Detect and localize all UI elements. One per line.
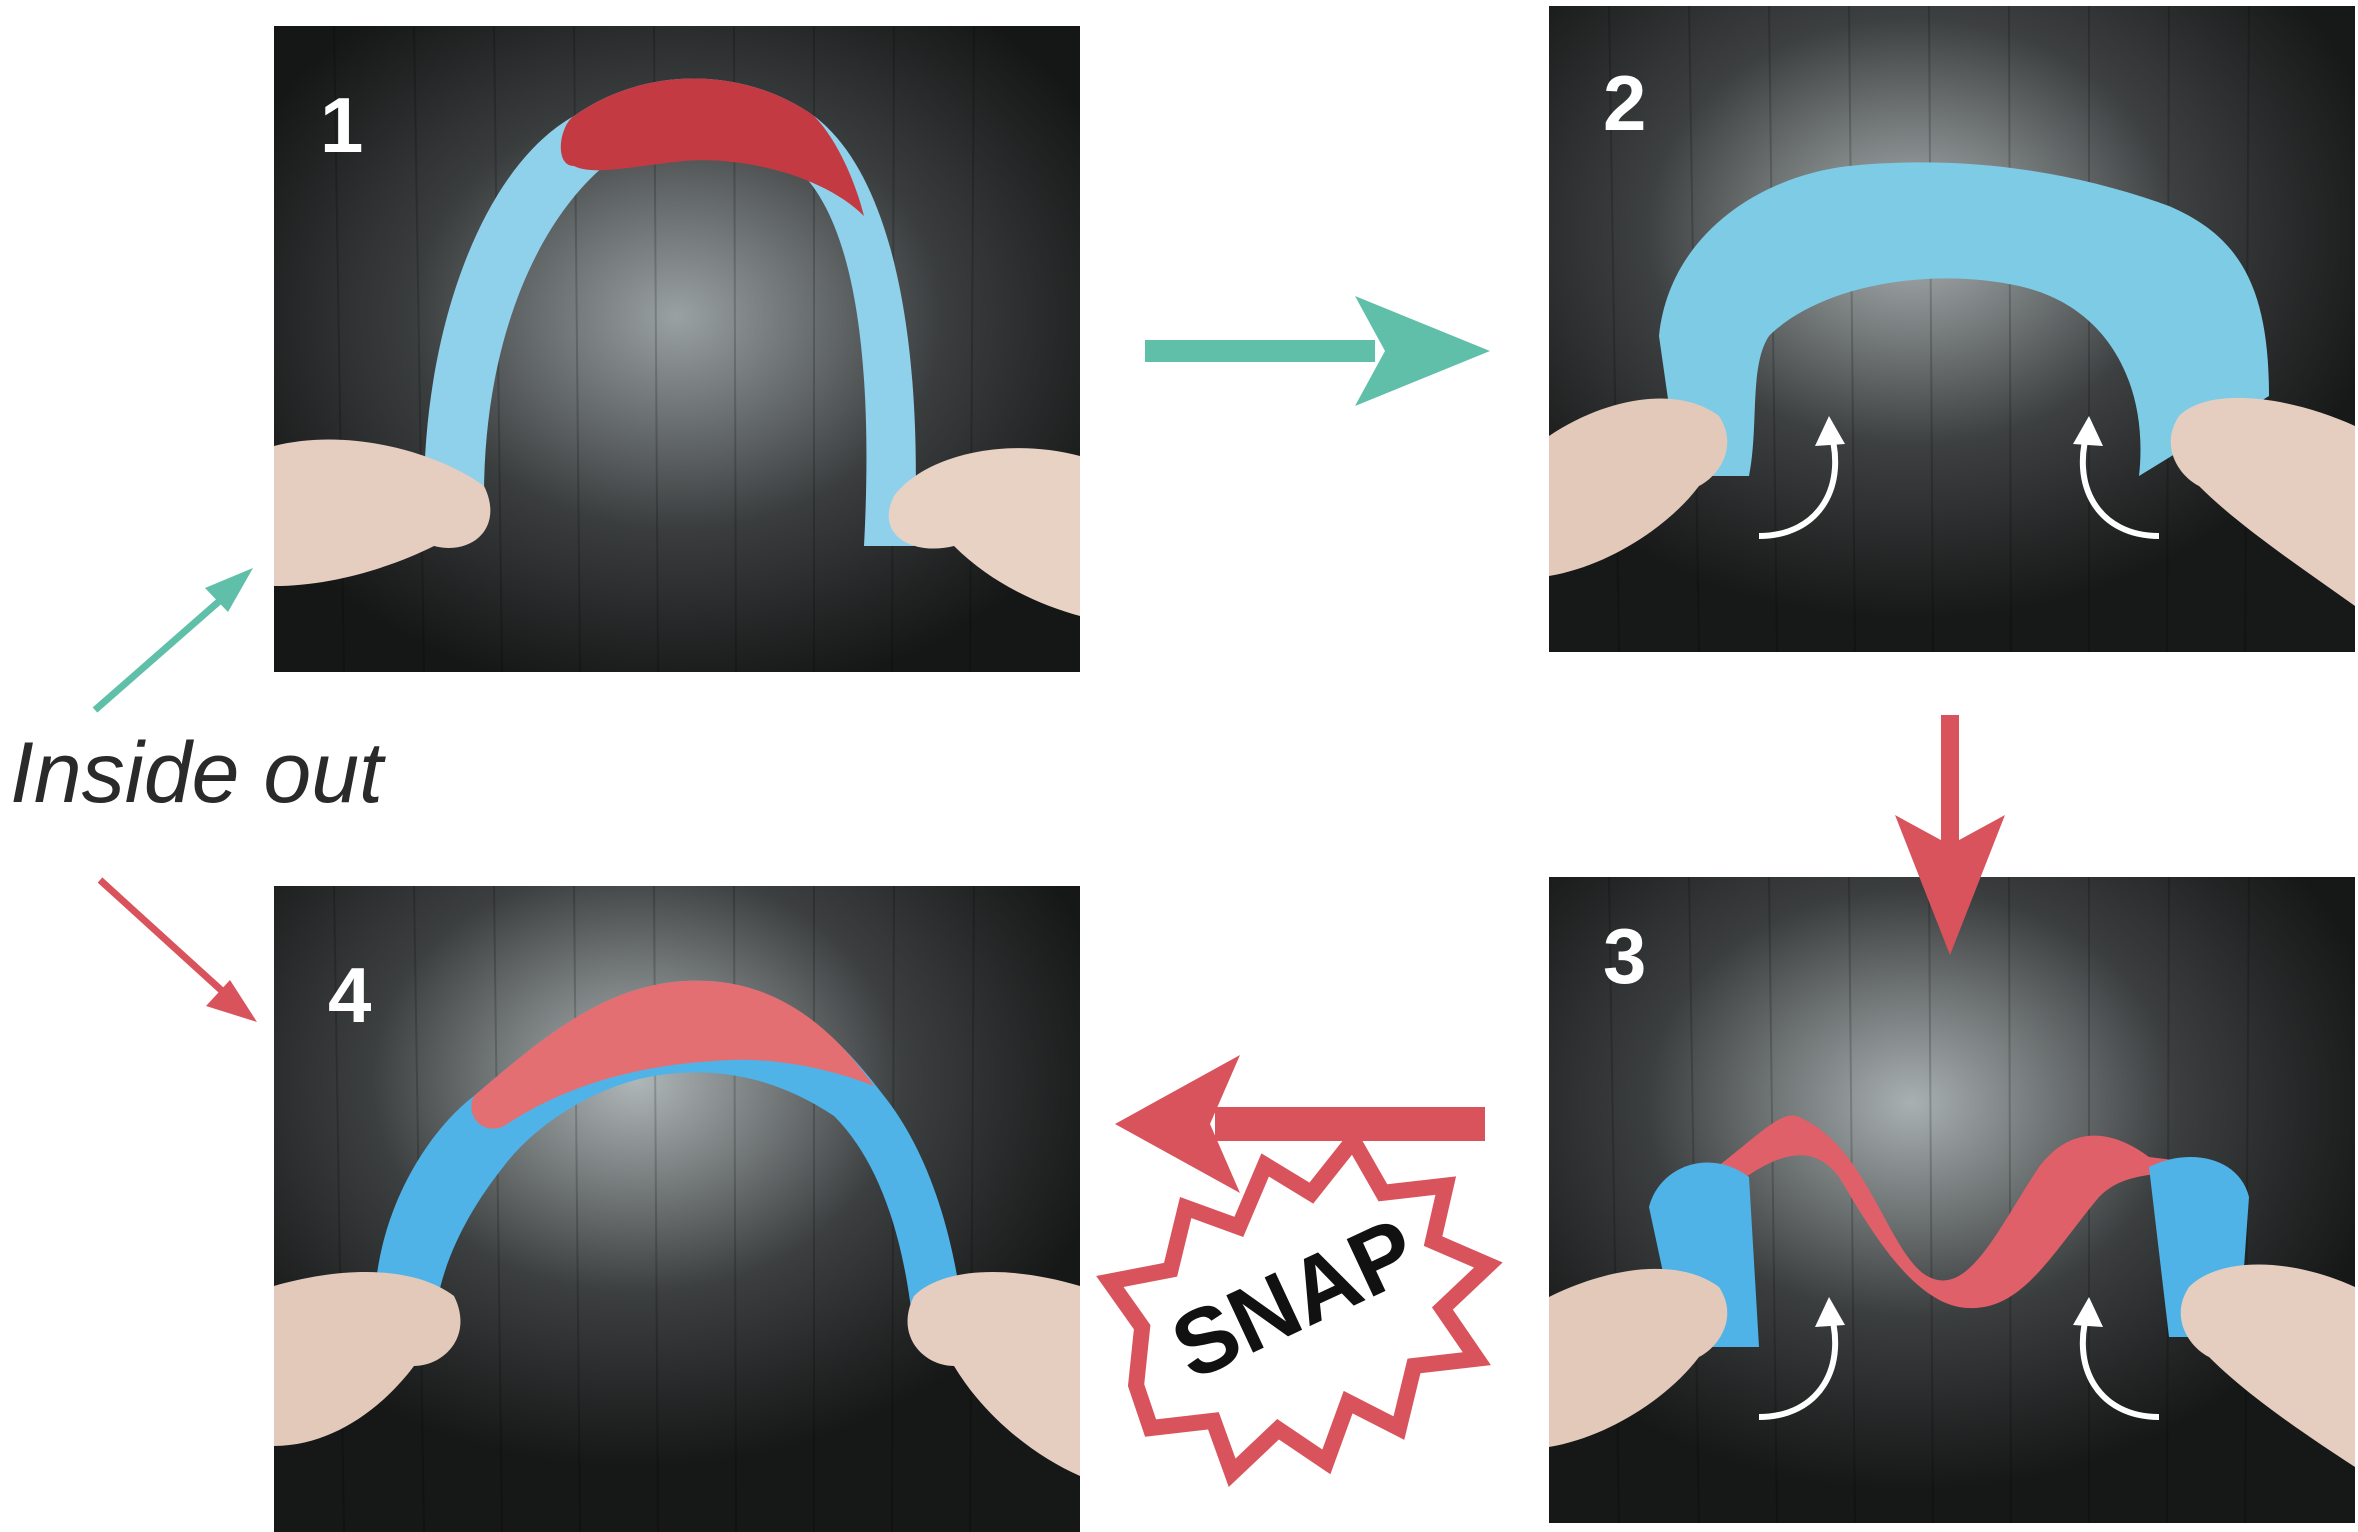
paper-strip: [1659, 162, 2269, 477]
red-pointer-arrow: [97, 877, 257, 1022]
strip-inner-side: [560, 78, 864, 216]
step-number: 4: [328, 951, 372, 1039]
step-number: 1: [320, 81, 364, 169]
curl-arrow-right: [2079, 1306, 2160, 1420]
step-3-illustration: [1549, 877, 2355, 1523]
curl-arrow-left: [1758, 425, 1839, 539]
step-2-illustration: [1549, 6, 2355, 652]
step-number: 3: [1603, 912, 1647, 1000]
curl-arrow-right: [2079, 425, 2160, 539]
snap-label: SNAP: [1157, 1199, 1432, 1399]
paper-strip: [1689, 1115, 2229, 1309]
red-arrow-left: [1115, 1055, 1485, 1193]
step-2-photo: 2: [1549, 6, 2355, 652]
step-4-illustration: [274, 886, 1080, 1532]
step-3-photo: 3: [1549, 877, 2355, 1523]
left-hand: [274, 1272, 461, 1446]
strip-inner-side: [471, 980, 874, 1129]
teal-arrow-right: [1145, 296, 1490, 406]
curl-arrow-left: [1758, 1306, 1839, 1420]
step-1-photo: 1: [274, 26, 1080, 672]
right-hand: [888, 448, 1080, 616]
left-hand: [274, 439, 491, 586]
right-hand: [2180, 1264, 2355, 1467]
snap-burst: SNAP: [1096, 1126, 1503, 1487]
right-hand: [2170, 397, 2355, 606]
teal-pointer-arrow: [92, 568, 253, 713]
right-hand: [907, 1272, 1080, 1476]
paper-strip: [424, 78, 916, 546]
left-hand: [1549, 398, 1728, 576]
step-4-photo: 4: [274, 886, 1080, 1532]
step-number: 2: [1603, 59, 1647, 147]
inside-out-caption: Inside out: [10, 725, 383, 821]
step-1-illustration: [274, 26, 1080, 672]
left-hand: [1549, 1268, 1728, 1447]
